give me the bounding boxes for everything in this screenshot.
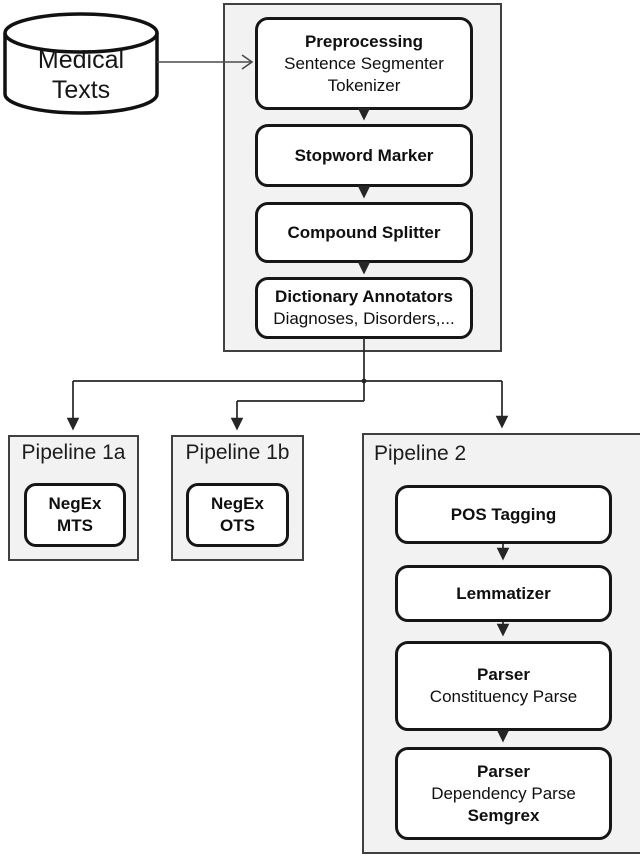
node-pos-title: POS Tagging [450, 504, 557, 524]
branch-junction-dot [361, 378, 367, 384]
node-negex-mts-line1: NegEx [48, 494, 102, 513]
node-preprocessing-sub2: Tokenizer [327, 75, 401, 95]
node-dictionary-annotators: Dictionary Annotators Diagnoses, Disorde… [255, 277, 473, 339]
database-label-line1: Medical [37, 46, 125, 74]
node-pos-tagging: POS Tagging [395, 485, 612, 544]
node-negex-mts-line2: MTS [57, 516, 93, 535]
database-label-line2: Texts [51, 76, 111, 104]
node-stopword-title: Stopword Marker [294, 145, 434, 165]
node-compound-splitter: Compound Splitter [255, 202, 473, 263]
node-parser-dependency-title: Parser [477, 761, 530, 781]
node-lemmatizer-title: Lemmatizer [456, 583, 551, 603]
node-parser-constituency: Parser Constituency Parse [395, 641, 612, 731]
node-negex-ots: NegEx OTS [186, 483, 289, 547]
pipeline-1b-title: Pipeline 1b [185, 441, 290, 464]
node-parser-dependency-sub1: Dependency Parse [431, 783, 576, 803]
node-negex-mts: NegEx MTS [24, 483, 126, 547]
pipeline-2-title: Pipeline 2 [374, 442, 467, 465]
node-dictionary-sub1: Diagnoses, Disorders,... [273, 309, 455, 328]
node-preprocessing-title: Preprocessing [304, 31, 424, 51]
node-compound-title: Compound Splitter [287, 222, 441, 242]
pipeline-1a-title: Pipeline 1a [21, 441, 126, 464]
node-stopword-marker: Stopword Marker [255, 124, 473, 187]
node-parser-constituency-sub1: Constituency Parse [429, 687, 578, 706]
database-label: Medical Texts [5, 45, 157, 105]
node-negex-ots-line2: OTS [220, 516, 255, 535]
node-preprocessing: Preprocessing Sentence Segmenter Tokeniz… [255, 17, 473, 110]
node-negex-ots-line1: NegEx [211, 494, 264, 513]
node-parser-constituency-title: Parser [477, 665, 530, 684]
node-parser-dependency-sub2: Semgrex [467, 805, 540, 825]
node-lemmatizer: Lemmatizer [395, 565, 612, 622]
node-parser-dependency: Parser Dependency Parse Semgrex [395, 747, 612, 840]
node-preprocessing-sub1: Sentence Segmenter [284, 53, 444, 73]
node-dictionary-title: Dictionary Annotators [275, 287, 453, 306]
